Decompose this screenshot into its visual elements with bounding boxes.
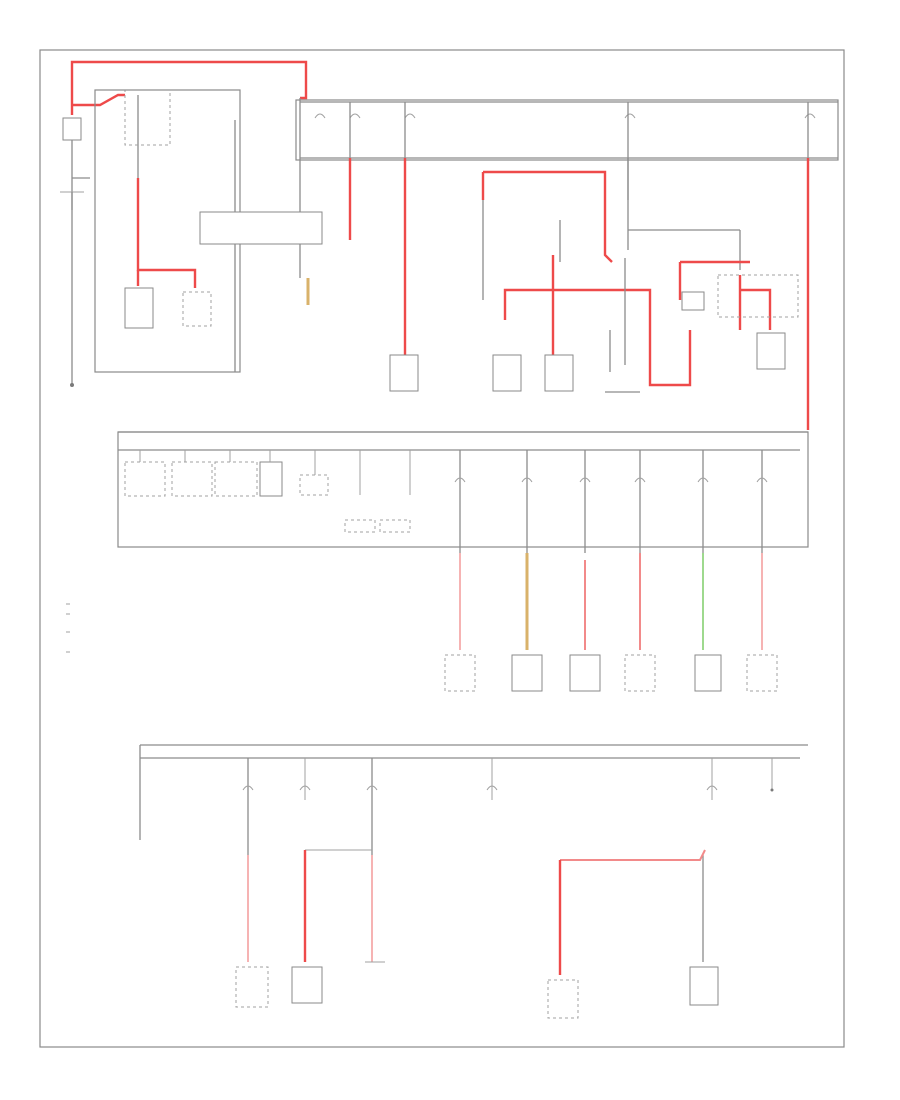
rear-fog-module-box (291, 966, 323, 1004)
top-fuse-box (295, 99, 839, 161)
fan-control-box (717, 274, 799, 318)
module-a-box (124, 461, 166, 497)
battery-symbol (62, 117, 82, 141)
module-c-box (214, 461, 258, 497)
diagram-border (39, 49, 845, 1048)
rear-light-module-box (547, 979, 579, 1019)
battery-sensor-box (199, 211, 323, 245)
ignition-relay-box (389, 354, 419, 392)
module-g-box (379, 519, 411, 533)
passenger-module-box (444, 654, 476, 692)
wiper-relay-box (681, 291, 705, 311)
alternator-symbol (182, 291, 212, 327)
heater-module-box (694, 654, 722, 692)
steering-module-box (511, 654, 543, 692)
radio-module-box (746, 654, 778, 692)
mega-fuse-block (124, 89, 171, 146)
control-module-box (756, 332, 786, 370)
module-e-box (299, 474, 329, 496)
seat-module-box (624, 654, 656, 692)
module-b-box (171, 461, 213, 497)
battery-starter-section (60, 60, 839, 430)
door-module-box (569, 654, 601, 692)
module-f-box (344, 519, 376, 533)
horn-relay-box (544, 354, 574, 392)
trunk-module-box (235, 966, 269, 1008)
fuel-pump-relay-box (492, 354, 522, 392)
module-d-box (259, 461, 283, 497)
starter-symbol (124, 287, 154, 329)
rear-wiper-module-box (689, 966, 719, 1006)
interior-fuse-box (117, 431, 809, 548)
interior-fuse-section (66, 431, 809, 692)
rear-fuse-section (139, 744, 808, 1019)
